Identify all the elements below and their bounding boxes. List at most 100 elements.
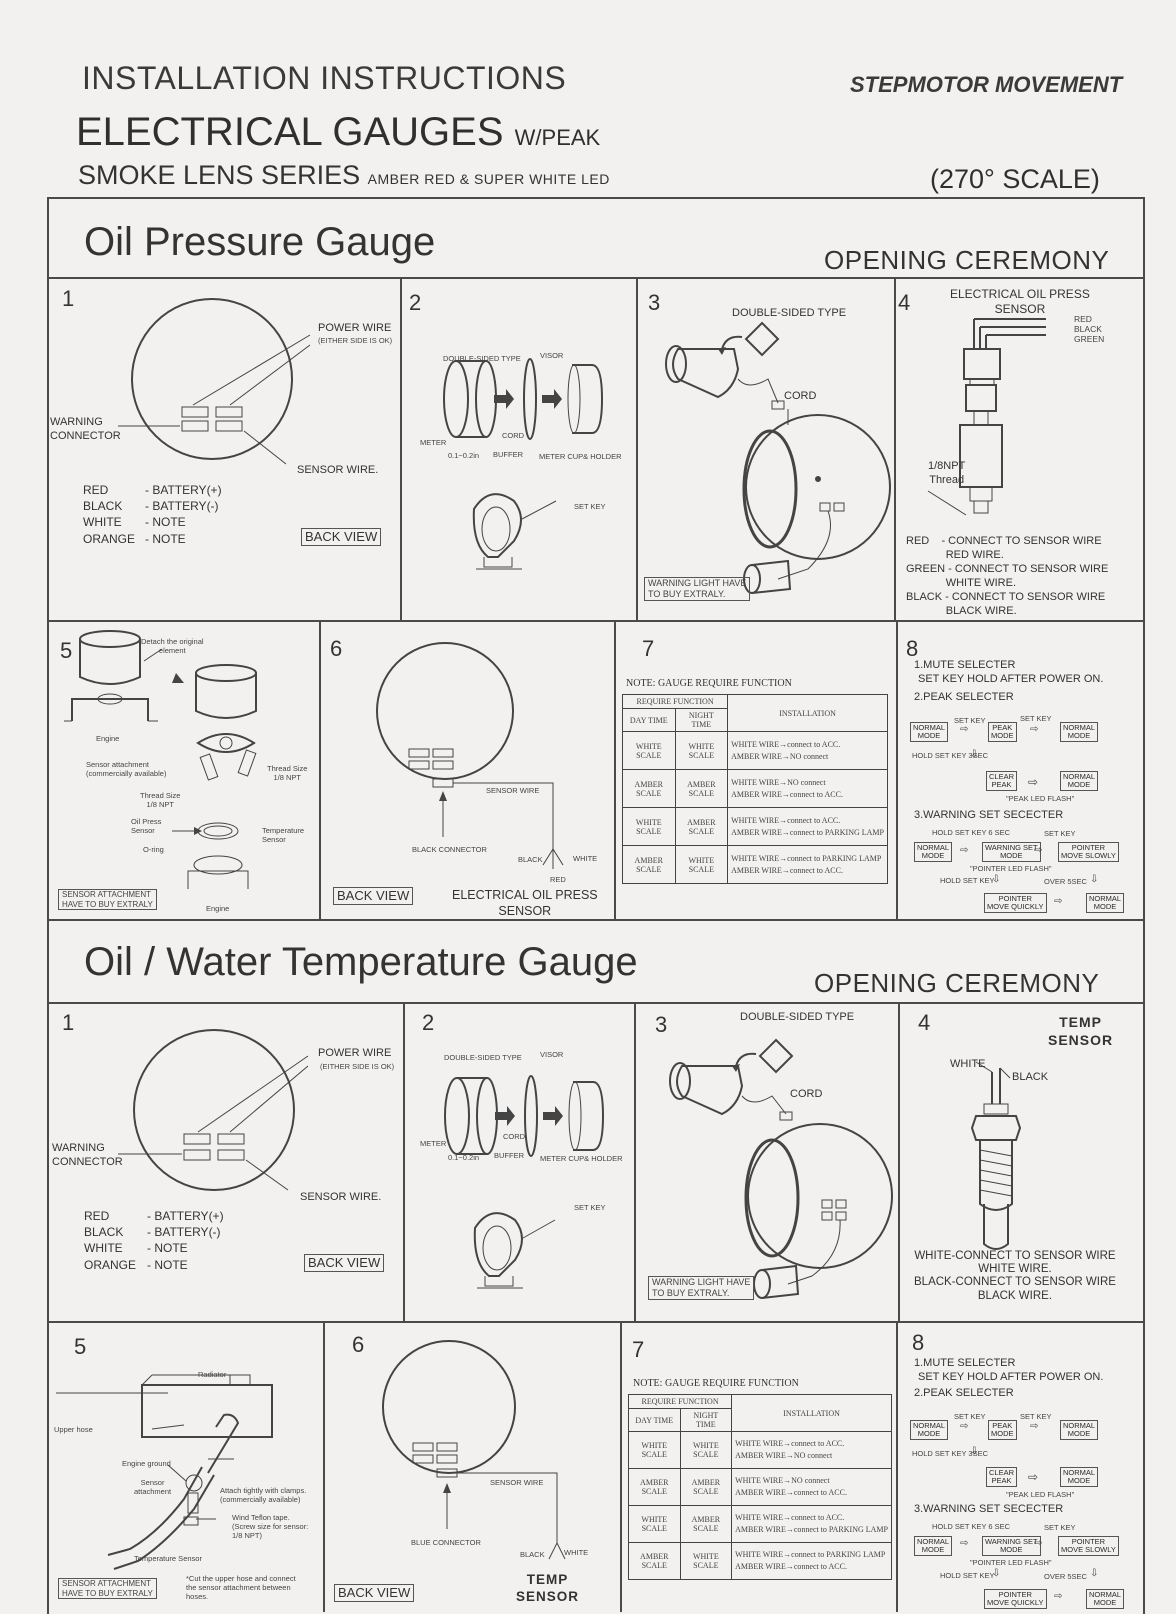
night-cell: AMBER SCALE [674, 807, 729, 846]
normal-mode-box-5: NORMAL MODE [1086, 893, 1125, 913]
temp-back-view-label: BACK VIEW [304, 1254, 385, 1273]
set-key-a: SET KEY [954, 1412, 986, 1421]
engine-label-bottom: Engine [206, 904, 230, 913]
set-key-a: SET KEY [954, 716, 986, 725]
divider [47, 919, 1143, 921]
inst-cell: WHITE WIRE→connect to ACC. AMBER WIRE→NO… [727, 731, 888, 770]
arrow: ⇨ [960, 1421, 969, 1432]
temp-note-title: NOTE: GAUGE REQUIRE FUNCTION [633, 1378, 799, 1389]
temp-step-2: 2 [422, 1010, 435, 1035]
oil-press-sensor-label: Oil Press Sensor [131, 817, 162, 835]
temp-sensor-wiring-diagram [382, 1340, 566, 1560]
engine-ground-label: Engine ground [122, 1459, 171, 1468]
temp-power-wire-label: POWER WIRE [318, 1047, 392, 1059]
divider [896, 1321, 898, 1612]
divider [400, 277, 402, 620]
black-connector-label: BLACK CONNECTOR [412, 845, 487, 854]
oring-label: O-ring [143, 845, 164, 854]
inst-cell: WHITE WIRE→connect to ACC. AMBER WIRE→co… [731, 1505, 892, 1543]
night-cell: WHITE SCALE [679, 1542, 733, 1580]
mute-selecter: 1.MUTE SELECTER [914, 659, 1016, 671]
set-key-c: SET KEY [1044, 829, 1076, 838]
normal-mode-box-3: NORMAL MODE [1060, 1467, 1099, 1487]
smoke-text: SMOKE LENS SERIES [78, 160, 361, 190]
oil-step-3: 3 [648, 290, 661, 315]
sensor-wire-label-6: SENSOR WIRE [486, 786, 540, 795]
black-wire-label: BLACK [518, 855, 543, 864]
temp-gap-label: 0.1~0.2in [448, 1153, 480, 1162]
temp-step-3: 3 [655, 1012, 668, 1037]
arrow: ⇨ [1028, 1470, 1039, 1484]
pointer-led-flash: "POINTER LED FLASH" [970, 864, 1052, 873]
divider [634, 1002, 636, 1321]
stepmotor-label: STEPMOTOR MOVEMENT [850, 72, 1123, 97]
warning-set-mode-box: WARNING SET MODE [982, 1536, 1041, 1556]
wpeak-text: W/PEAK [514, 125, 601, 150]
over-5sec: OVER 5SEC [1044, 877, 1087, 886]
normal-mode-box-5: NORMAL MODE [1086, 1589, 1125, 1609]
cord-label: CORD [502, 431, 525, 440]
temp-sensor-wire-label: SENSOR WIRE. [300, 1191, 382, 1203]
thread-size-left-label: Thread Size 1/8 NPT [140, 791, 181, 809]
arrow: ⇨ [960, 845, 969, 856]
oil-sensor-title: ELECTRICAL OIL PRESS SENSOR [950, 287, 1090, 316]
temp-buffer-label: BUFFER [494, 1151, 524, 1160]
temp-attachment-buy-note: SENSOR ATTACHMENT HAVE TO BUY EXTRALY [58, 1578, 157, 1600]
temp-white-wire-label: WHITE [950, 1058, 986, 1070]
visor-label: VISOR [540, 351, 564, 360]
attach-tightly-label: Attach tightly with clamps. (commerciall… [220, 1486, 307, 1504]
warning-connector-label: WARNING CONNECTOR [50, 416, 121, 442]
oil-back-view-label-6: BACK VIEW [333, 887, 414, 906]
night-cell: WHITE SCALE [674, 845, 729, 884]
night-cell: WHITE SCALE [679, 1431, 733, 1469]
temp-black-wire-label: BLACK [1012, 1071, 1049, 1083]
warning-set-mode-box: WARNING SET MODE [982, 842, 1041, 862]
divider [47, 620, 1143, 622]
divider [47, 1002, 1143, 1004]
temp-warning-light-diagram [669, 1038, 893, 1299]
outer-frame [47, 197, 1145, 1614]
peak-led-flash: "PEAK LED FLASH" [1006, 1490, 1075, 1499]
set-key-b: SET KEY [1020, 1412, 1052, 1421]
hold-set-key: HOLD SET KEY [940, 1571, 995, 1580]
night-cell: AMBER SCALE [674, 769, 729, 808]
temp-step-7: 7 [632, 1337, 645, 1362]
temp-white-label-6: WHITE [564, 1548, 589, 1557]
warning-set-selecter: 3.WARNING SET SECECTER [914, 809, 1064, 821]
oil-step-5: 5 [60, 638, 73, 663]
temp-double-sided-type-label: DOUBLE-SIDED TYPE [740, 1011, 855, 1023]
temp-warning-light-note: WARNING LIGHT HAVE TO BUY EXTRALY. [648, 1276, 755, 1300]
temperature-sensor-label: Temperature Sensor [262, 826, 305, 844]
inst-cell: WHITE WIRE→connect to PARKING LAMP AMBER… [731, 1542, 892, 1580]
oil-press-sensor-diagram [927, 318, 1046, 516]
oil-back-view-label: BACK VIEW [301, 528, 382, 547]
day-cell: WHITE SCALE [622, 731, 676, 770]
arrow: ⇩ [1090, 1568, 1099, 1579]
oil-step-7: 7 [642, 636, 655, 661]
double-sided-type-label: DOUBLE-SIDED TYPE [732, 307, 847, 319]
arrow: ⇩ [992, 874, 1001, 885]
normal-mode-box: NORMAL MODE [910, 722, 949, 742]
oil-step-8: 8 [906, 636, 919, 661]
temp-wire-colors: RED BLACK WHITE ORANGE [84, 1209, 137, 1272]
temp-cord-label-3: CORD [790, 1088, 823, 1100]
temp-step-6: 6 [352, 1332, 365, 1357]
night-cell: AMBER SCALE [679, 1468, 733, 1506]
divider [894, 277, 896, 620]
over-5sec: OVER 5SEC [1044, 1572, 1087, 1581]
inst-cell: WHITE WIRE→connect to ACC. AMBER WIRE→co… [727, 807, 888, 846]
temp-either-side-label: (EITHER SIDE IS OK) [320, 1062, 395, 1071]
day-cell: AMBER SCALE [628, 1468, 681, 1506]
thread-size-right-label: Thread Size 1/8 NPT [267, 764, 308, 782]
oil-attachment-buy-note: SENSOR ATTACHMENT HAVE TO BUY EXTRALY [58, 889, 157, 911]
divider [323, 1321, 325, 1612]
red-wire-label: RED [550, 875, 566, 884]
arrow: ⇨ [1028, 775, 1039, 789]
pointer-quickly-box: POINTER MOVE QUICKLY [984, 893, 1047, 913]
clear-peak-box: CLEAR PEAK [986, 1467, 1018, 1487]
require-function-header: REQUIRE FUNCTION [627, 1394, 733, 1409]
